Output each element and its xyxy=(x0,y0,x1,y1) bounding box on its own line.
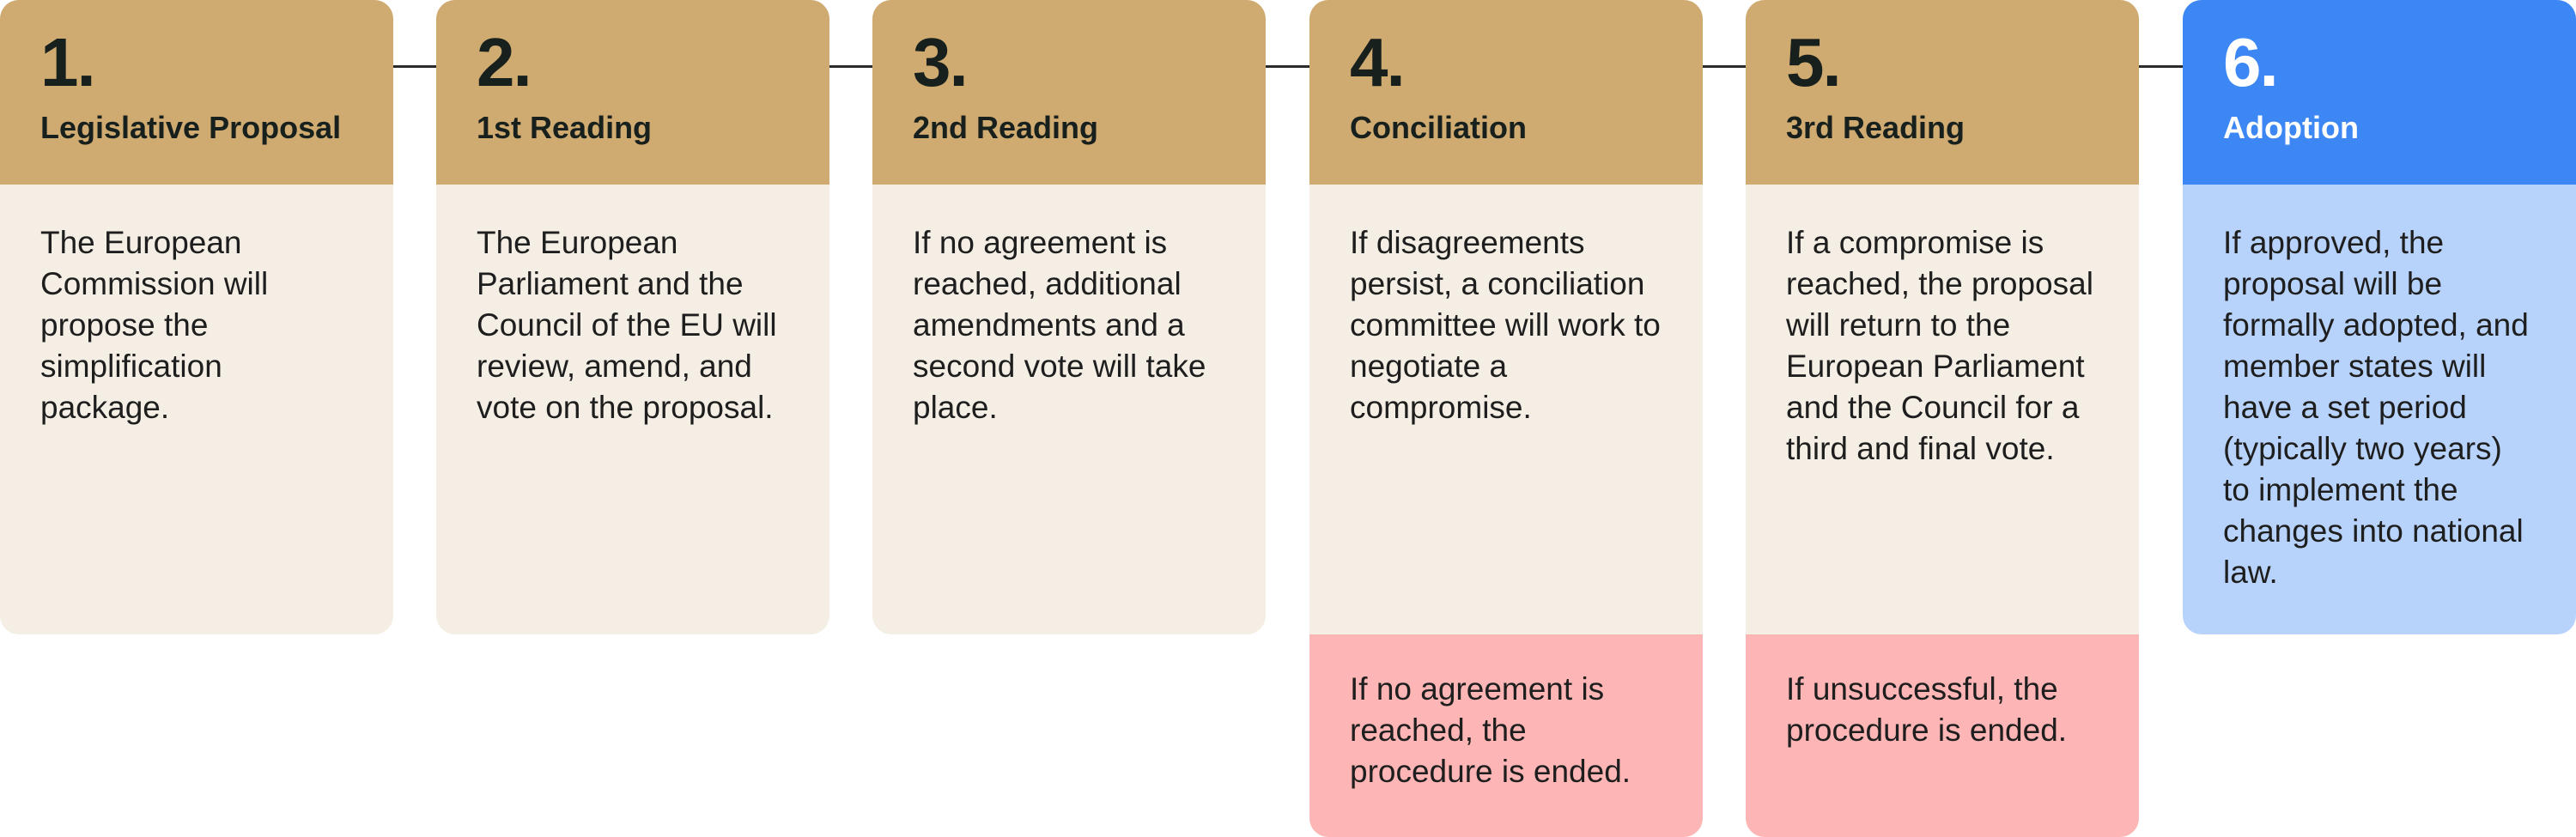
connector-1-2 xyxy=(393,65,436,68)
step-2-card: 2. 1st Reading The European Parliament a… xyxy=(436,0,829,634)
step-2-header: 2. 1st Reading xyxy=(436,0,829,185)
step-5-description: If a compromise is reached, the proposal… xyxy=(1746,185,2139,634)
step-6-header: 6. Adoption xyxy=(2183,0,2576,185)
step-2-number: 2. xyxy=(477,24,532,100)
step-5-title: 3rd Reading xyxy=(1786,110,1965,145)
step-2-description: The European Parliament and the Council … xyxy=(436,185,829,634)
connector-4-5 xyxy=(1703,65,1746,68)
step-4-header: 4. Conciliation xyxy=(1309,0,1703,185)
step-3-header: 3. 2nd Reading xyxy=(872,0,1266,185)
connector-3-4 xyxy=(1266,65,1309,68)
step-6-number: 6. xyxy=(2223,24,2279,100)
step-6-card: 6. Adoption If approved, the proposal wi… xyxy=(2183,0,2576,634)
step-1-card: 1. Legislative Proposal The European Com… xyxy=(0,0,393,634)
step-5-failure-note: If unsuccessful, the procedure is ended. xyxy=(1746,634,2139,837)
step-1-description: The European Commission will propose the… xyxy=(0,185,393,634)
step-5-header: 5. 3rd Reading xyxy=(1746,0,2139,185)
step-3-title: 2nd Reading xyxy=(913,110,1099,145)
step-4-title: Conciliation xyxy=(1350,110,1527,145)
step-5-card: 5. 3rd Reading If a compromise is reache… xyxy=(1746,0,2139,837)
step-3-number: 3. xyxy=(913,24,969,100)
connector-2-3 xyxy=(829,65,872,68)
step-4-card: 4. Conciliation If disagreements persist… xyxy=(1309,0,1703,837)
step-3-description: If no agreement is reached, additional a… xyxy=(872,185,1266,634)
step-5-number: 5. xyxy=(1786,24,1842,100)
step-4-failure-note: If no agreement is reached, the procedur… xyxy=(1309,634,1703,837)
step-4-description: If disagreements persist, a conciliation… xyxy=(1309,185,1703,634)
step-3-card: 3. 2nd Reading If no agreement is reache… xyxy=(872,0,1266,634)
step-2-title: 1st Reading xyxy=(477,110,653,145)
step-1-number: 1. xyxy=(40,24,96,100)
step-1-title: Legislative Proposal xyxy=(40,110,342,145)
connector-5-6 xyxy=(2139,65,2183,68)
step-4-number: 4. xyxy=(1350,24,1406,100)
step-6-description: If approved, the proposal will be formal… xyxy=(2183,185,2576,634)
step-6-title: Adoption xyxy=(2223,110,2359,145)
step-1-header: 1. Legislative Proposal xyxy=(0,0,393,185)
